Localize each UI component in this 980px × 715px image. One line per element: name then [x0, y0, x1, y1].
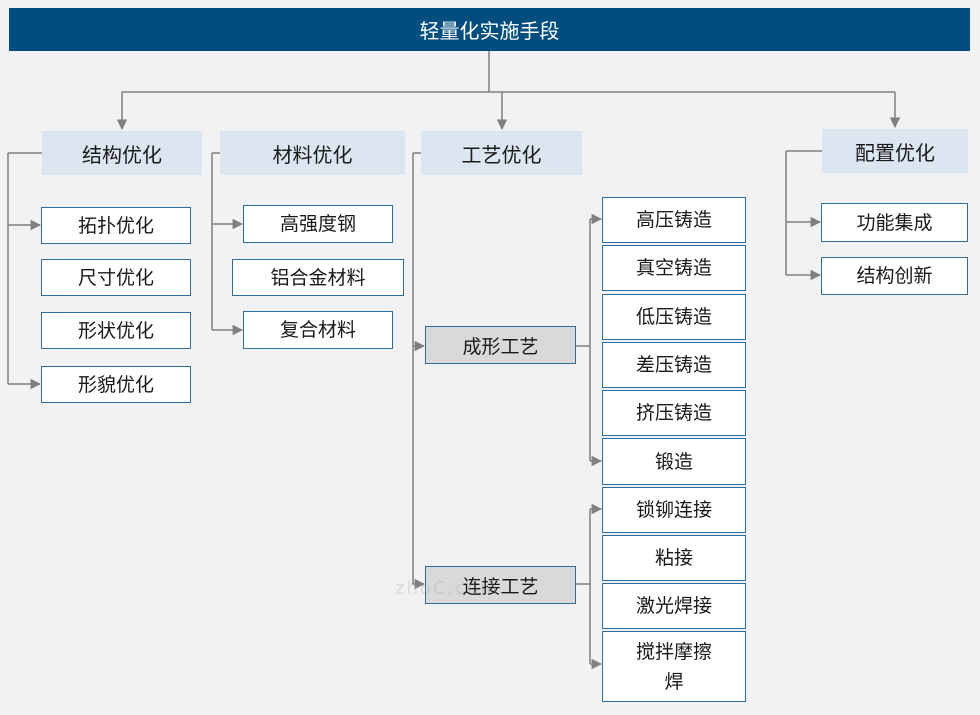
category-config: 配置优化 [822, 129, 968, 173]
forming-item: 锻造 [602, 438, 746, 485]
category-material: 材料优化 [220, 131, 405, 175]
structure-item: 尺寸优化 [41, 259, 191, 296]
forming-item: 高压铸造 [602, 197, 746, 243]
forming-item: 低压铸造 [602, 294, 746, 340]
watermark: zhoC.com [395, 578, 500, 599]
material-item: 高强度钢 [243, 205, 393, 243]
forming-item: 真空铸造 [602, 245, 746, 291]
joining-item: 激光焊接 [602, 583, 746, 629]
process-group-joining: 连接工艺 [425, 566, 576, 604]
joining-item: 粘接 [602, 535, 746, 581]
joining-item: 锁铆连接 [602, 487, 746, 533]
forming-item: 差压铸造 [602, 342, 746, 388]
material-item: 复合材料 [243, 311, 393, 349]
structure-item: 拓扑优化 [41, 207, 191, 244]
process-group-forming: 成形工艺 [425, 326, 576, 364]
config-item: 结构创新 [821, 257, 968, 295]
diagram-title: 轻量化实施手段 [9, 8, 970, 51]
joining-item: 搅拌摩擦焊 [602, 631, 746, 702]
category-process: 工艺优化 [421, 131, 582, 175]
material-item: 铝合金材料 [232, 259, 404, 296]
category-structure: 结构优化 [42, 131, 202, 175]
forming-item: 挤压铸造 [602, 390, 746, 436]
structure-item: 形貌优化 [41, 366, 191, 403]
structure-item: 形状优化 [41, 312, 191, 349]
config-item: 功能集成 [821, 203, 968, 242]
